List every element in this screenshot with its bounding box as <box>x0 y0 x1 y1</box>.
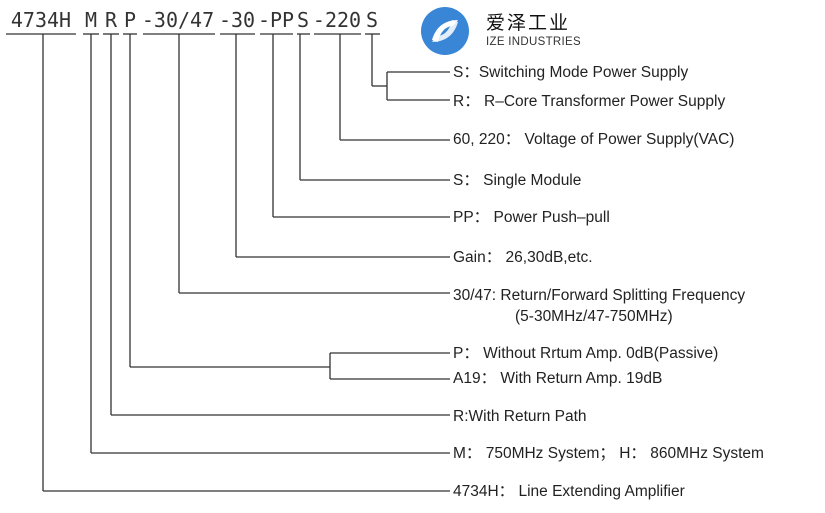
code-seg-p: P <box>123 8 137 32</box>
code-seg-220: -220 <box>312 8 362 32</box>
brand-name-cn: 爱泽工业 <box>486 12 571 34</box>
label-splitting-range: (5-30MHz/47-750MHz) <box>515 308 673 325</box>
code-seg-30: -30 <box>218 8 256 32</box>
label-push-pull: PP： Power Push–pull <box>453 209 610 226</box>
ize-logo-icon <box>421 7 469 55</box>
label-return-path: R:With Return Path <box>453 408 587 425</box>
label-splitting-frequency: 30/47: Return/Forward Splitting Frequenc… <box>453 287 746 304</box>
label-single-module: S： Single Module <box>453 172 582 189</box>
label-return-amp: A19： With Return Amp. 19dB <box>453 370 663 387</box>
code-seg-s2: S <box>365 8 379 32</box>
code-seg-m: M <box>84 8 98 32</box>
code-seg-4734h: 4734H <box>10 8 72 32</box>
code-seg-pp: -PP <box>257 8 295 32</box>
code-seg-s1: S <box>296 8 310 32</box>
label-passive-return: P： Without Rrtum Amp. 0dB(Passive) <box>453 345 719 362</box>
brand-name-en: IZE INDUSTRIES <box>486 36 581 48</box>
label-system-frequency: M： 750MHz System； H： 860MHz System <box>453 445 764 462</box>
code-seg-r: R <box>104 8 118 32</box>
label-rcore-supply: R： R–Core Transformer Power Supply <box>453 93 726 110</box>
label-voltage: 60, 220： Voltage of Power Supply(VAC) <box>453 131 735 148</box>
label-switching-supply: S：Switching Mode Power Supply <box>453 64 689 81</box>
label-gain: Gain： 26,30dB,etc. <box>453 249 593 266</box>
label-line-extending: 4734H： Line Extending Amplifier <box>453 483 685 500</box>
code-seg-30-47: -30/47 <box>141 8 215 32</box>
